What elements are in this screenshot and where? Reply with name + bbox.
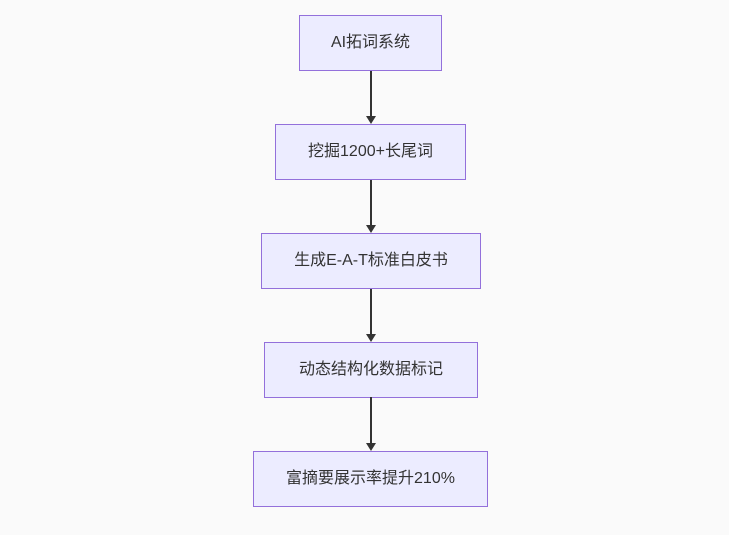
flow-node-label: 富摘要展示率提升210% [286,470,455,487]
edge-arrow-4 [366,397,376,451]
flow-node-longtail-keywords: 挖掘1200+长尾词 [275,124,466,180]
arrowhead-down-icon [366,443,376,451]
edge-arrow-1 [366,71,376,124]
flow-node-eat-whitepaper: 生成E-A-T标准白皮书 [261,233,481,289]
flow-node-label: 挖掘1200+长尾词 [308,143,433,160]
edge-arrow-2 [366,180,376,233]
edge-line [370,180,372,225]
arrowhead-down-icon [366,225,376,233]
edge-line [370,289,372,334]
edge-line [370,71,372,116]
flow-node-ai-system: AI拓词系统 [299,15,442,71]
edge-line [370,397,372,443]
arrowhead-down-icon [366,334,376,342]
flow-node-rich-snippet-result: 富摘要展示率提升210% [253,451,488,507]
flow-node-label: 生成E-A-T标准白皮书 [294,252,448,269]
flow-node-structured-data: 动态结构化数据标记 [264,342,478,398]
flow-node-label: 动态结构化数据标记 [298,361,443,378]
edge-arrow-3 [366,289,376,342]
flow-node-label: AI拓词系统 [330,34,411,51]
arrowhead-down-icon [366,116,376,124]
